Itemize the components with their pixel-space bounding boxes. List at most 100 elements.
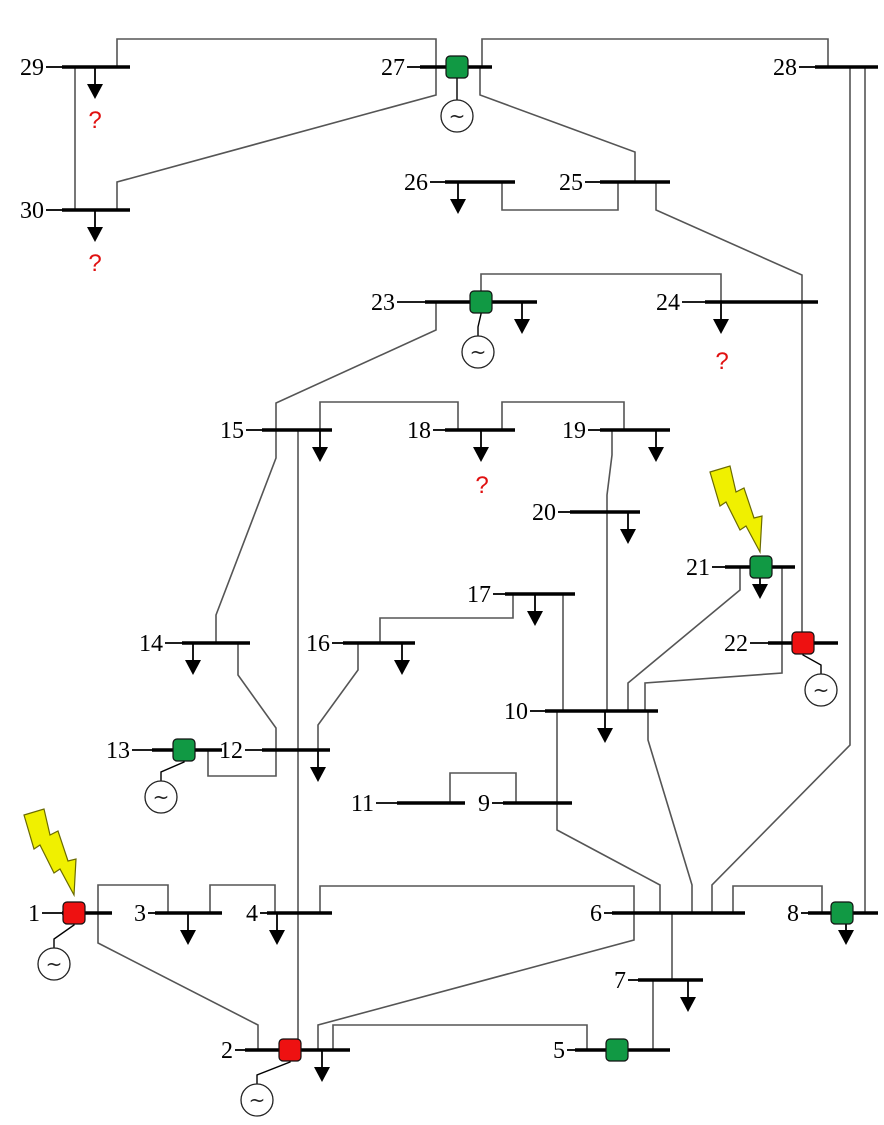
line-10-21	[627, 567, 741, 711]
load-arrow-icon	[473, 447, 489, 462]
breaker-green-icon	[172, 738, 196, 762]
breaker-green-icon	[830, 901, 854, 925]
bus-label: 27	[381, 55, 405, 81]
bus-label: 15	[220, 418, 244, 444]
load-arrow-icon	[180, 930, 196, 945]
load-arrow-icon	[597, 728, 613, 743]
generator-symbol: ~	[449, 104, 466, 128]
bus-label: 16	[306, 631, 330, 657]
line-27-29	[116, 38, 437, 67]
bus-10: 10	[504, 699, 658, 743]
bus-label: 4	[246, 901, 258, 927]
generator-symbol: ~	[249, 1088, 266, 1112]
bus-30: 30?	[20, 198, 130, 277]
bus-13: 13~	[106, 738, 222, 814]
load-arrow-icon	[394, 660, 410, 675]
bus-12: 12	[219, 738, 330, 782]
bus-label: 22	[724, 631, 748, 657]
bus-16: 16	[306, 631, 415, 675]
generator-icon	[37, 947, 71, 981]
bus-19: 19	[562, 418, 670, 462]
bus-5: 5	[553, 1038, 670, 1064]
load-arrow-icon	[310, 767, 326, 782]
bus-label: 13	[106, 738, 130, 764]
bus-27: 27 ~	[381, 55, 492, 133]
bus-18: 18?	[407, 418, 515, 499]
bus-label: 28	[773, 55, 797, 81]
unknown-marker: ?	[88, 250, 101, 277]
bus-25: 25	[559, 170, 670, 196]
load-arrow-icon	[185, 660, 201, 675]
bus-label: 30	[20, 198, 44, 224]
bus-label: 1	[28, 901, 40, 927]
line-22-24	[655, 182, 803, 643]
generator-icon	[461, 335, 495, 369]
bus-label: 24	[656, 290, 680, 316]
bus-label: 29	[20, 55, 44, 81]
bus-label: 11	[351, 791, 374, 817]
bus-label: 20	[532, 500, 556, 526]
bus-24: 24?	[656, 290, 818, 375]
breaker-green-icon	[749, 555, 773, 579]
line-27-28	[481, 38, 829, 67]
line-23-24	[480, 273, 722, 302]
bus-23: 23 ~	[371, 290, 537, 369]
bus-label: 6	[590, 901, 602, 927]
load-arrow-icon	[713, 319, 729, 334]
line-2-6	[317, 913, 635, 1050]
bus-label: 17	[467, 582, 491, 608]
load-arrow-icon	[314, 1067, 330, 1082]
bus-29: 29?	[20, 55, 130, 134]
lightning-fault-icon	[709, 465, 763, 555]
bus-4: 4	[246, 901, 332, 945]
bus-label: 7	[614, 968, 626, 994]
line-12-14	[237, 643, 277, 750]
bus-21: 21	[686, 465, 795, 599]
line-15-18	[319, 401, 459, 430]
bus-3: 3	[134, 901, 222, 945]
load-arrow-icon	[87, 84, 103, 99]
bus-label: 21	[686, 555, 710, 581]
breaker-green-icon	[605, 1038, 629, 1062]
line-12-16	[317, 643, 359, 750]
line-25-26	[501, 182, 619, 211]
bus-11: 11	[351, 791, 465, 817]
bus-7: 7	[614, 968, 703, 1012]
bus-label: 26	[404, 170, 428, 196]
generator-icon	[804, 673, 838, 707]
line-12-13	[207, 750, 277, 777]
unknown-marker: ?	[715, 348, 728, 375]
bus-1: 1~	[23, 808, 112, 981]
breaker-green-icon	[469, 290, 493, 314]
bus-label: 12	[219, 738, 243, 764]
bus-28: 28	[773, 55, 878, 81]
unknown-marker: ?	[88, 107, 101, 134]
line-6-9	[556, 803, 661, 913]
load-arrow-icon	[514, 319, 530, 334]
unknown-marker: ?	[475, 472, 488, 499]
line-2-5	[332, 1024, 588, 1050]
breaker-red-icon	[791, 631, 815, 655]
line-18-19	[501, 401, 625, 430]
generator-icon	[144, 780, 178, 814]
bus-15: 15	[220, 418, 332, 462]
generator-symbol: ~	[470, 340, 487, 364]
bus-label: 23	[371, 290, 395, 316]
line-15-23	[275, 302, 437, 430]
bus-label: 9	[478, 791, 490, 817]
lightning-fault-icon	[23, 808, 77, 898]
line-9-11	[449, 772, 517, 803]
line-4-6	[319, 885, 635, 913]
bus-label: 2	[221, 1038, 233, 1064]
line-14-15	[215, 430, 277, 643]
load-arrow-icon	[838, 930, 854, 945]
generator-symbol: ~	[813, 678, 830, 702]
bus-22: 22 ~	[724, 631, 838, 707]
bus-9: 9	[478, 791, 572, 817]
load-arrow-icon	[620, 529, 636, 544]
bus-label: 3	[134, 901, 146, 927]
line-1-3	[97, 884, 169, 913]
generator-symbol: ~	[46, 952, 63, 976]
transmission-lines	[74, 38, 866, 1050]
